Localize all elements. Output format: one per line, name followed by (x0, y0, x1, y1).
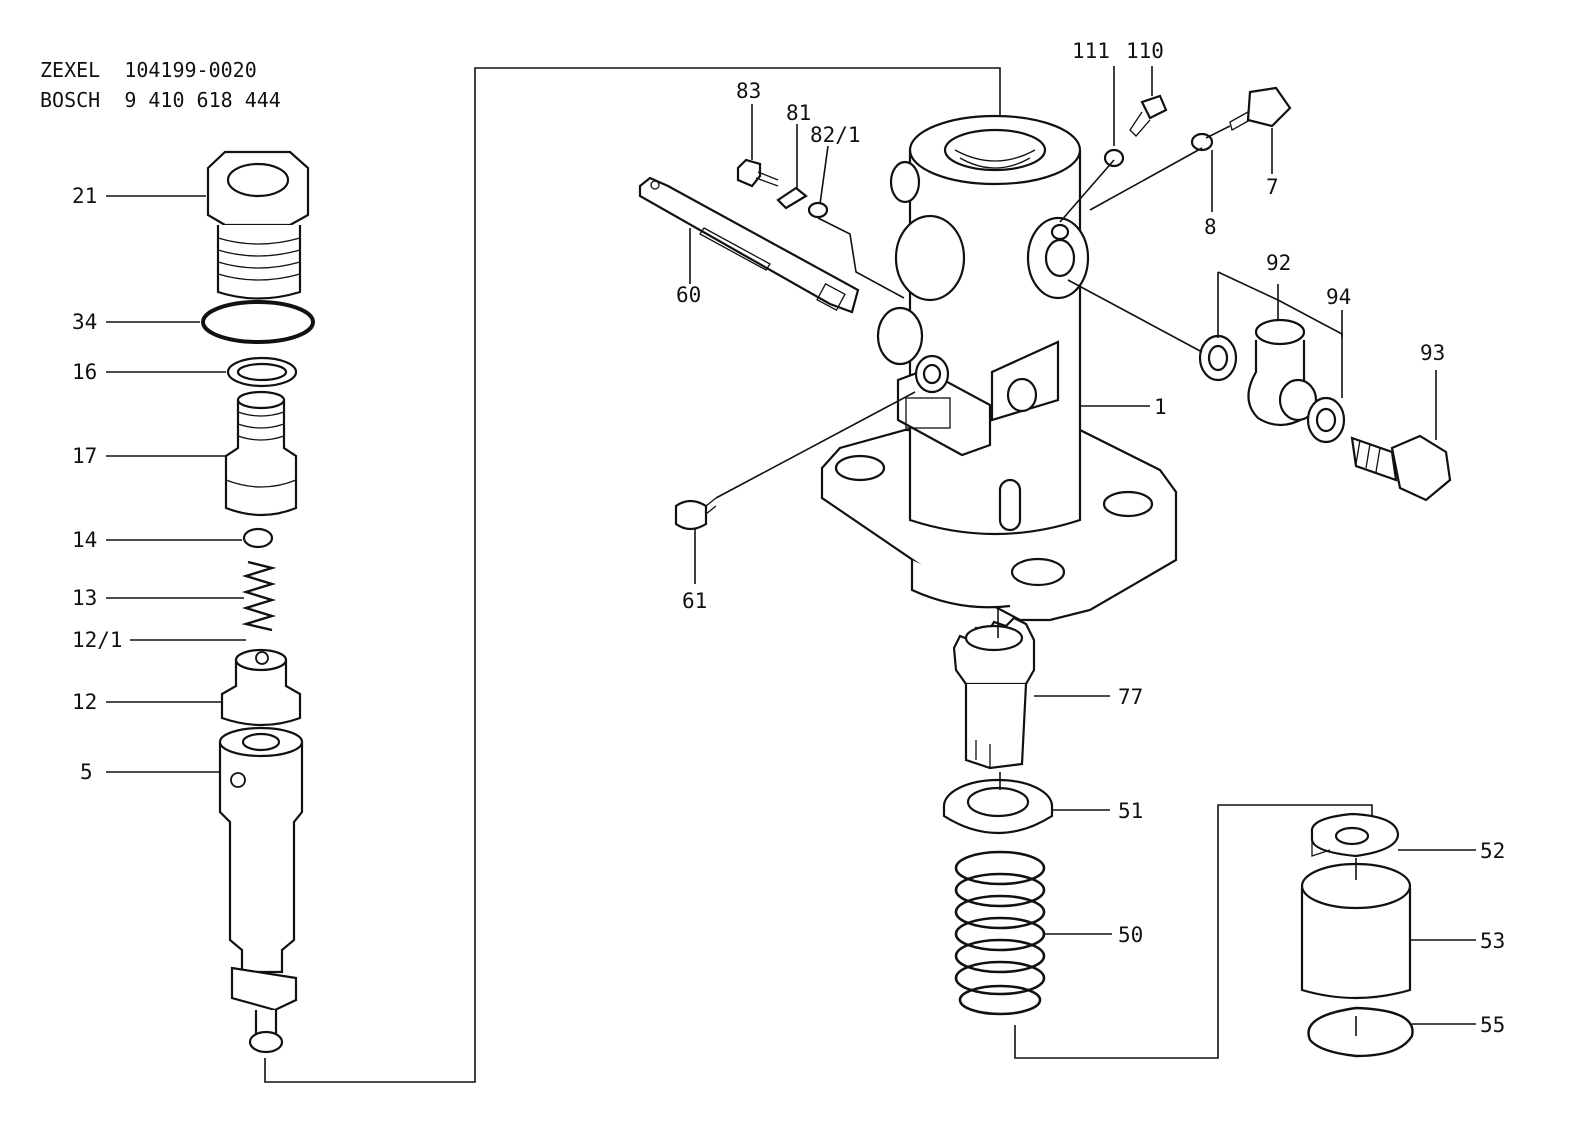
part-52-lower-spring-seat (1310, 812, 1400, 858)
callout-7: 7 (1266, 175, 1279, 199)
callout-5: 5 (80, 760, 93, 784)
callout-21: 21 (72, 184, 97, 208)
part-82-1-washer (807, 201, 829, 219)
callout-1: 1 (1154, 395, 1167, 419)
part-110-vent-screw (1129, 94, 1168, 137)
callout-17: 17 (72, 444, 97, 468)
connector-line-left (264, 67, 1001, 1083)
header-part-number-bosch: 9 410 618 444 (124, 88, 281, 112)
callout-16: 16 (72, 360, 97, 384)
left-leader-lines (106, 195, 246, 773)
callout-14: 14 (72, 528, 97, 552)
callout-13: 13 (72, 586, 97, 610)
callout-12: 12 (72, 690, 97, 714)
callout-82-1: 82/1 (810, 123, 861, 147)
part-93-banjo-bolt (1350, 434, 1452, 502)
callout-12-1: 12/1 (72, 628, 123, 652)
callout-83: 83 (736, 79, 761, 103)
part-53-roller-tappet (1300, 862, 1412, 1000)
header-brand-zexel: ZEXEL (40, 58, 101, 82)
part-81-clamp-plate (776, 186, 808, 210)
part-7-plug-screw (1229, 86, 1292, 131)
callout-55: 55 (1480, 1013, 1505, 1037)
callout-61: 61 (682, 589, 707, 613)
part-60-control-rack (638, 176, 860, 314)
part-17-delivery-valve (224, 390, 298, 517)
part-13-spring (241, 560, 277, 632)
part-1-pump-housing (820, 114, 1178, 622)
part-51-spring-seat (942, 778, 1054, 835)
connector-line-right (1014, 804, 1373, 1059)
part-50-plunger-spring (954, 772, 1046, 1016)
callout-8: 8 (1204, 215, 1217, 239)
callout-93: 93 (1420, 341, 1445, 365)
callout-52: 52 (1480, 839, 1505, 863)
part-5-plunger-element (218, 726, 304, 1054)
callout-50: 50 (1118, 923, 1143, 947)
part-14-spring-seat (242, 527, 274, 549)
part-21-valve-holder (206, 150, 310, 300)
header-line-2: BOSCH 9 410 618 444 (40, 88, 281, 112)
part-77-control-sleeve (952, 606, 1036, 770)
part-92-banjo-fitting (1198, 318, 1346, 444)
callout-51: 51 (1118, 799, 1143, 823)
part-55-circlip (1307, 1006, 1414, 1058)
callout-60: 60 (676, 283, 701, 307)
header-line-1: ZEXEL 104199-0020 (40, 58, 257, 82)
callout-111: 111 (1072, 39, 1110, 63)
callout-53: 53 (1480, 929, 1505, 953)
callout-77: 77 (1118, 685, 1143, 709)
callout-92: 92 (1266, 251, 1291, 275)
header-part-number-zexel: 104199-0020 (124, 58, 257, 82)
part-34-o-ring (201, 300, 315, 344)
right-leader-lines (1034, 695, 1476, 1025)
callout-110: 110 (1126, 39, 1164, 63)
callout-94: 94 (1326, 285, 1351, 309)
callout-81: 81 (786, 101, 811, 125)
header-brand-bosch: BOSCH (40, 88, 101, 112)
part-12-plunger-barrel-top (220, 648, 302, 727)
callout-34: 34 (72, 310, 97, 334)
part-61-bolt (674, 391, 916, 584)
part-83-screw (736, 158, 779, 188)
part-111-washer (1103, 148, 1125, 168)
